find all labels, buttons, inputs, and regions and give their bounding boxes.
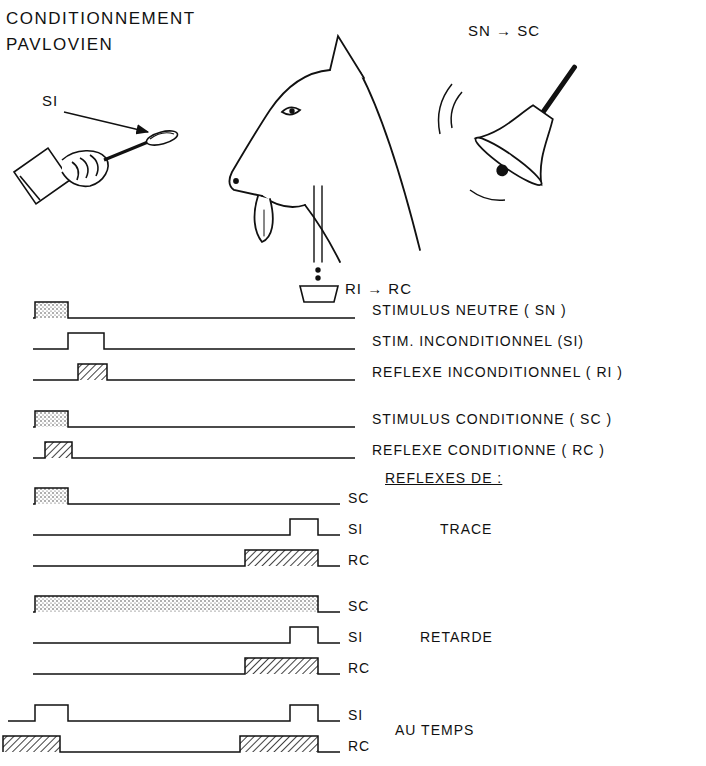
signal-name: SI (348, 521, 363, 537)
clapper (495, 163, 509, 177)
signal-trace (33, 302, 355, 318)
signal-trace (33, 550, 340, 566)
signal-trace (33, 658, 340, 674)
signal-name: SC (348, 598, 369, 614)
tongue (255, 196, 273, 242)
pointer-arrow (64, 112, 148, 132)
signal-name: RC (348, 552, 370, 568)
stimulus-fill (35, 411, 68, 427)
signal-trace (8, 705, 340, 721)
stimulus-fill (35, 302, 68, 318)
dog-head (229, 36, 420, 302)
signal-trace (33, 333, 355, 349)
tongue-line (264, 210, 265, 236)
hand-with-spoon (14, 112, 179, 204)
stimulus-label: SN → SC (468, 22, 540, 40)
signal-trace (33, 627, 340, 643)
drop (316, 276, 320, 280)
signal-name: RC (348, 738, 370, 754)
signal-name: SI (348, 707, 363, 723)
signal-trace (33, 596, 340, 612)
row-label: REFLEXE INCONDITIONNEL ( RI ) (372, 364, 623, 380)
signal-trace (33, 364, 355, 380)
signal-trace (3, 736, 340, 752)
stimulus-fill (35, 596, 318, 612)
signal-trace (33, 488, 340, 504)
response-label: RI → RC (345, 280, 412, 298)
diagram-title: CONDITIONNEMENT PAVLOVIEN (6, 6, 191, 58)
reflex-fill (240, 736, 318, 752)
timing-traces (3, 302, 355, 752)
signal-name: SC (348, 490, 369, 506)
reflex-fill (45, 442, 72, 458)
bowl (300, 286, 338, 302)
reflex-type: AU TEMPS (395, 722, 474, 738)
reflex-fill (245, 550, 318, 566)
eye (282, 107, 300, 114)
sleeve (14, 148, 70, 204)
neck (360, 72, 420, 250)
head-outline (229, 70, 330, 196)
reflex-type: RETARDE (420, 629, 493, 645)
spoon-handle (104, 142, 148, 160)
nostril (234, 179, 238, 183)
sound-waves (439, 84, 506, 200)
reflex-type: TRACE (440, 521, 492, 537)
row-label: STIMULUS NEUTRE ( SN ) (372, 302, 567, 318)
wave (451, 92, 462, 128)
stimulus-label: SI (42, 92, 58, 110)
reflex-fill (245, 658, 318, 674)
fist (62, 151, 108, 187)
signal-name: SI (348, 629, 363, 645)
row-label: REFLEXE CONDITIONNE ( RC ) (372, 442, 605, 458)
signal-trace (33, 442, 355, 458)
row-label: STIMULUS CONDITIONNE ( SC ) (372, 411, 612, 427)
bell (467, 44, 608, 197)
row-label: STIM. INCONDITIONNEL (SI) (372, 333, 584, 349)
food (150, 133, 174, 139)
saliva-tube (314, 186, 322, 262)
spoon-bowl (145, 128, 179, 148)
signal-name: RC (348, 660, 370, 676)
reflex-fill (78, 364, 107, 380)
wave (470, 190, 505, 200)
stimulus-fill (35, 488, 68, 504)
fingers (72, 155, 98, 180)
wave (439, 84, 453, 134)
signal-trace (33, 519, 340, 535)
signal-trace (33, 411, 355, 427)
section-heading: REFLEXES DE : (385, 470, 502, 486)
pupil (290, 109, 294, 113)
drop (316, 268, 320, 272)
bell-rim (472, 133, 546, 190)
cuff-line (20, 176, 40, 200)
reflex-fill (3, 736, 60, 752)
bell-handle (543, 67, 575, 112)
ear (330, 36, 364, 78)
